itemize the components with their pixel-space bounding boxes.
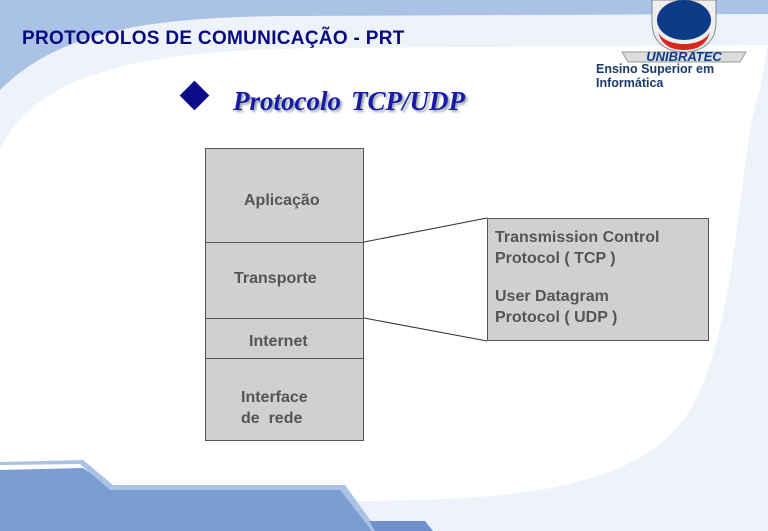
logo-tagline: Ensino Superior em Informática: [596, 62, 715, 90]
layer-label-line2: de rede: [241, 410, 303, 427]
slide-title: Protocolo TCP/UDP: [233, 86, 475, 117]
layer-label: Aplicação: [244, 192, 320, 209]
layer-interface-de-rede: Interface de rede: [206, 359, 363, 441]
tcp-line1: Transmission Control: [495, 229, 660, 246]
layer-label: Interface de rede: [241, 387, 308, 429]
unibratec-logo: UNIBRATEC: [621, 0, 747, 64]
udp-line2: Protocol ( UDP ): [495, 309, 618, 326]
transport-protocols-callout: Transmission Control Protocol ( TCP ) Us…: [487, 218, 709, 341]
slide-title-part2: TCP/UDP: [351, 86, 465, 116]
layer-label: Internet: [249, 333, 308, 350]
logo-brand-text: UNIBRATEC: [646, 49, 722, 64]
layer-internet: Internet: [206, 319, 363, 359]
udp-line1: User Datagram: [495, 288, 609, 305]
layer-label: Transporte: [234, 270, 317, 287]
layer-label-line1: Interface: [241, 389, 308, 406]
layer-aplicacao: Aplicação: [206, 149, 363, 243]
slide-title-part1: Protocolo: [233, 86, 341, 116]
layer-transporte: Transporte: [206, 243, 363, 319]
tcp-line2: Protocol ( TCP ): [495, 250, 616, 267]
tcpip-layer-stack: Aplicação Transporte Internet Interface …: [205, 148, 364, 441]
header-title: PROTOCOLOS DE COMUNICAÇÃO - PRT: [22, 28, 405, 49]
